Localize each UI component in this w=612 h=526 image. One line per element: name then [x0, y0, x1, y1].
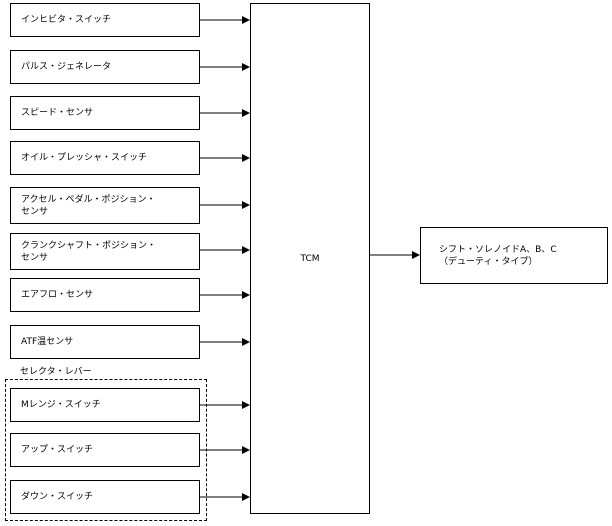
- input-label: アップ・スイッチ: [21, 445, 94, 455]
- input-atf-temp-sensor: ATF温センサ: [10, 325, 200, 359]
- selector-lever-group: [5, 379, 207, 521]
- input-accel-pedal-position-sensor: アクセル・ペダル・ポジション・ センサ: [10, 187, 200, 224]
- input-pulse-generator: パルス・ジェネレータ: [10, 50, 200, 84]
- tcm-label: TCM: [300, 253, 320, 264]
- input-label: スピード・センサ: [21, 108, 94, 118]
- input-crankshaft-position-sensor: クランクシャフト・ポジション・ センサ: [10, 233, 200, 270]
- output-label: シフト・ソレノイドA、B、C （デューティ・タイプ）: [439, 244, 557, 267]
- input-down-switch: ダウン・スイッチ: [10, 480, 200, 514]
- output-shift-solenoid: シフト・ソレノイドA、B、C （デューティ・タイプ）: [420, 227, 608, 284]
- input-label: Mレンジ・スイッチ: [21, 400, 101, 410]
- input-label: オイル・プレッシャ・スイッチ: [21, 153, 148, 163]
- selector-lever-title: セレクタ・レバー: [20, 367, 92, 377]
- input-label: パルス・ジェネレータ: [21, 62, 112, 72]
- input-label: アクセル・ペダル・ポジション・ センサ: [21, 194, 156, 217]
- input-m-range-switch: Mレンジ・スイッチ: [10, 388, 200, 422]
- input-airflow-sensor: エアフロ・センサ: [10, 278, 200, 312]
- input-inhibitor-switch: インヒビタ・スイッチ: [10, 3, 200, 37]
- input-oil-pressure-switch: オイル・プレッシャ・スイッチ: [10, 141, 200, 175]
- input-label: エアフロ・センサ: [21, 290, 94, 300]
- input-label: クランクシャフト・ポジション・ センサ: [21, 240, 157, 263]
- input-label: ダウン・スイッチ: [21, 492, 94, 502]
- input-label: インヒビタ・スイッチ: [21, 15, 112, 25]
- input-label: ATF温センサ: [21, 337, 74, 347]
- tcm-block: TCM: [250, 3, 370, 514]
- input-up-switch: アップ・スイッチ: [10, 433, 200, 467]
- input-speed-sensor: スピード・センサ: [10, 96, 200, 130]
